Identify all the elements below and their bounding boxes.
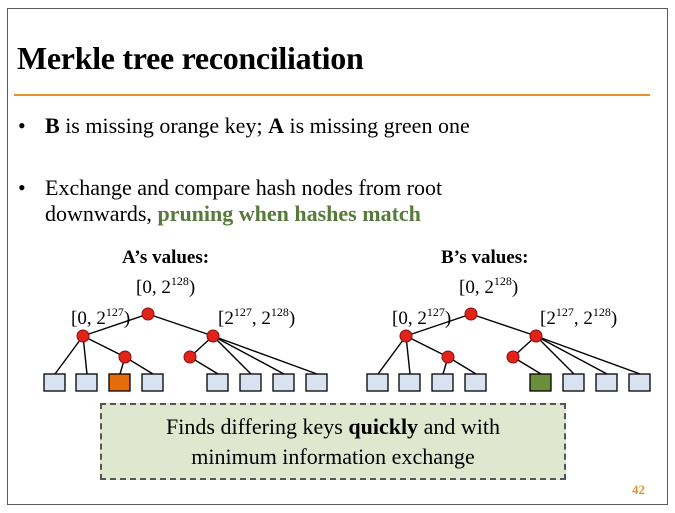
tree-edge: [377, 335, 407, 375]
highlighted-leaf: [529, 373, 552, 392]
tree-a-right-range: [2127, 2128): [218, 305, 296, 329]
hash-node: [76, 329, 90, 343]
bullet-text: Exchange and compare hash nodes from roo…: [45, 175, 442, 227]
merkle-tree-b: [366, 307, 651, 392]
tree-edge: [405, 313, 472, 337]
hash-node: [529, 329, 543, 343]
leaf-node: [272, 373, 295, 392]
callout-post: and with: [418, 414, 500, 439]
hash-node: [206, 329, 220, 343]
hash-node: [118, 350, 132, 364]
hash-node: [506, 350, 520, 364]
hash-node: [141, 307, 155, 321]
bullet-line1: Exchange and compare hash nodes from roo…: [45, 175, 443, 200]
bullet-text: B is missing orange key; A is missing gr…: [45, 113, 470, 139]
callout-pre: Finds differing keys: [166, 414, 349, 439]
summary-callout: Finds differing keys quickly and with mi…: [100, 403, 566, 480]
tree-edge: [535, 335, 641, 375]
tree-b-right-range: [2127, 2128): [540, 305, 618, 329]
tree-edge: [82, 313, 149, 337]
tree-a-root-range: [0, 2128): [136, 274, 196, 298]
hash-node: [183, 350, 197, 364]
tree-a-title: A’s values:: [122, 247, 210, 268]
leaf-node: [562, 373, 585, 392]
leaf-node: [305, 373, 328, 392]
leaf-node: [398, 373, 421, 392]
tree-edge: [212, 335, 285, 375]
bullet-mid: is missing orange key;: [59, 113, 269, 138]
tree-a-left-range: [0, 2127): [71, 305, 131, 329]
tree-b-root-range: [0, 2128): [459, 274, 519, 298]
bullet-end: is missing green one: [283, 113, 470, 138]
leaf-node: [464, 373, 487, 392]
leaf-node: [43, 373, 66, 392]
tree-b-left-range: [0, 2127): [392, 305, 452, 329]
tree-edge: [405, 335, 449, 358]
bullet-bold-b: B: [45, 113, 60, 138]
tree-edge: [147, 313, 214, 337]
bullet-line2-pre: downwards,: [45, 201, 158, 226]
merkle-tree-a: [43, 307, 328, 392]
hash-node: [399, 329, 413, 343]
tree-edge: [54, 335, 84, 375]
leaf-node: [628, 373, 651, 392]
leaf-node: [75, 373, 98, 392]
leaf-node: [431, 373, 454, 392]
bullet-marker: •: [18, 113, 26, 138]
tree-b-title: B’s values:: [441, 247, 529, 268]
slide-title: Merkle tree reconciliation: [17, 40, 364, 76]
page-number: 42: [632, 482, 645, 497]
bullet-marker: •: [18, 175, 26, 200]
tree-edge: [82, 335, 126, 358]
title-divider: [14, 94, 650, 96]
leaf-node: [239, 373, 262, 392]
tree-edge: [535, 335, 608, 375]
callout-line2: minimum information exchange: [191, 444, 475, 469]
callout-bold: quickly: [348, 414, 419, 439]
bullet-bold-a: A: [268, 113, 284, 138]
tree-edge: [535, 335, 575, 375]
hash-node: [441, 350, 455, 364]
hash-node: [464, 307, 478, 321]
highlighted-leaf: [108, 373, 131, 392]
tree-edge: [212, 335, 252, 375]
leaf-node: [595, 373, 618, 392]
leaf-node: [141, 373, 164, 392]
tree-edge: [470, 313, 537, 337]
bullet-pruning-highlight: pruning when hashes match: [157, 201, 421, 226]
tree-edge: [212, 335, 318, 375]
leaf-node: [206, 373, 229, 392]
leaf-node: [366, 373, 389, 392]
